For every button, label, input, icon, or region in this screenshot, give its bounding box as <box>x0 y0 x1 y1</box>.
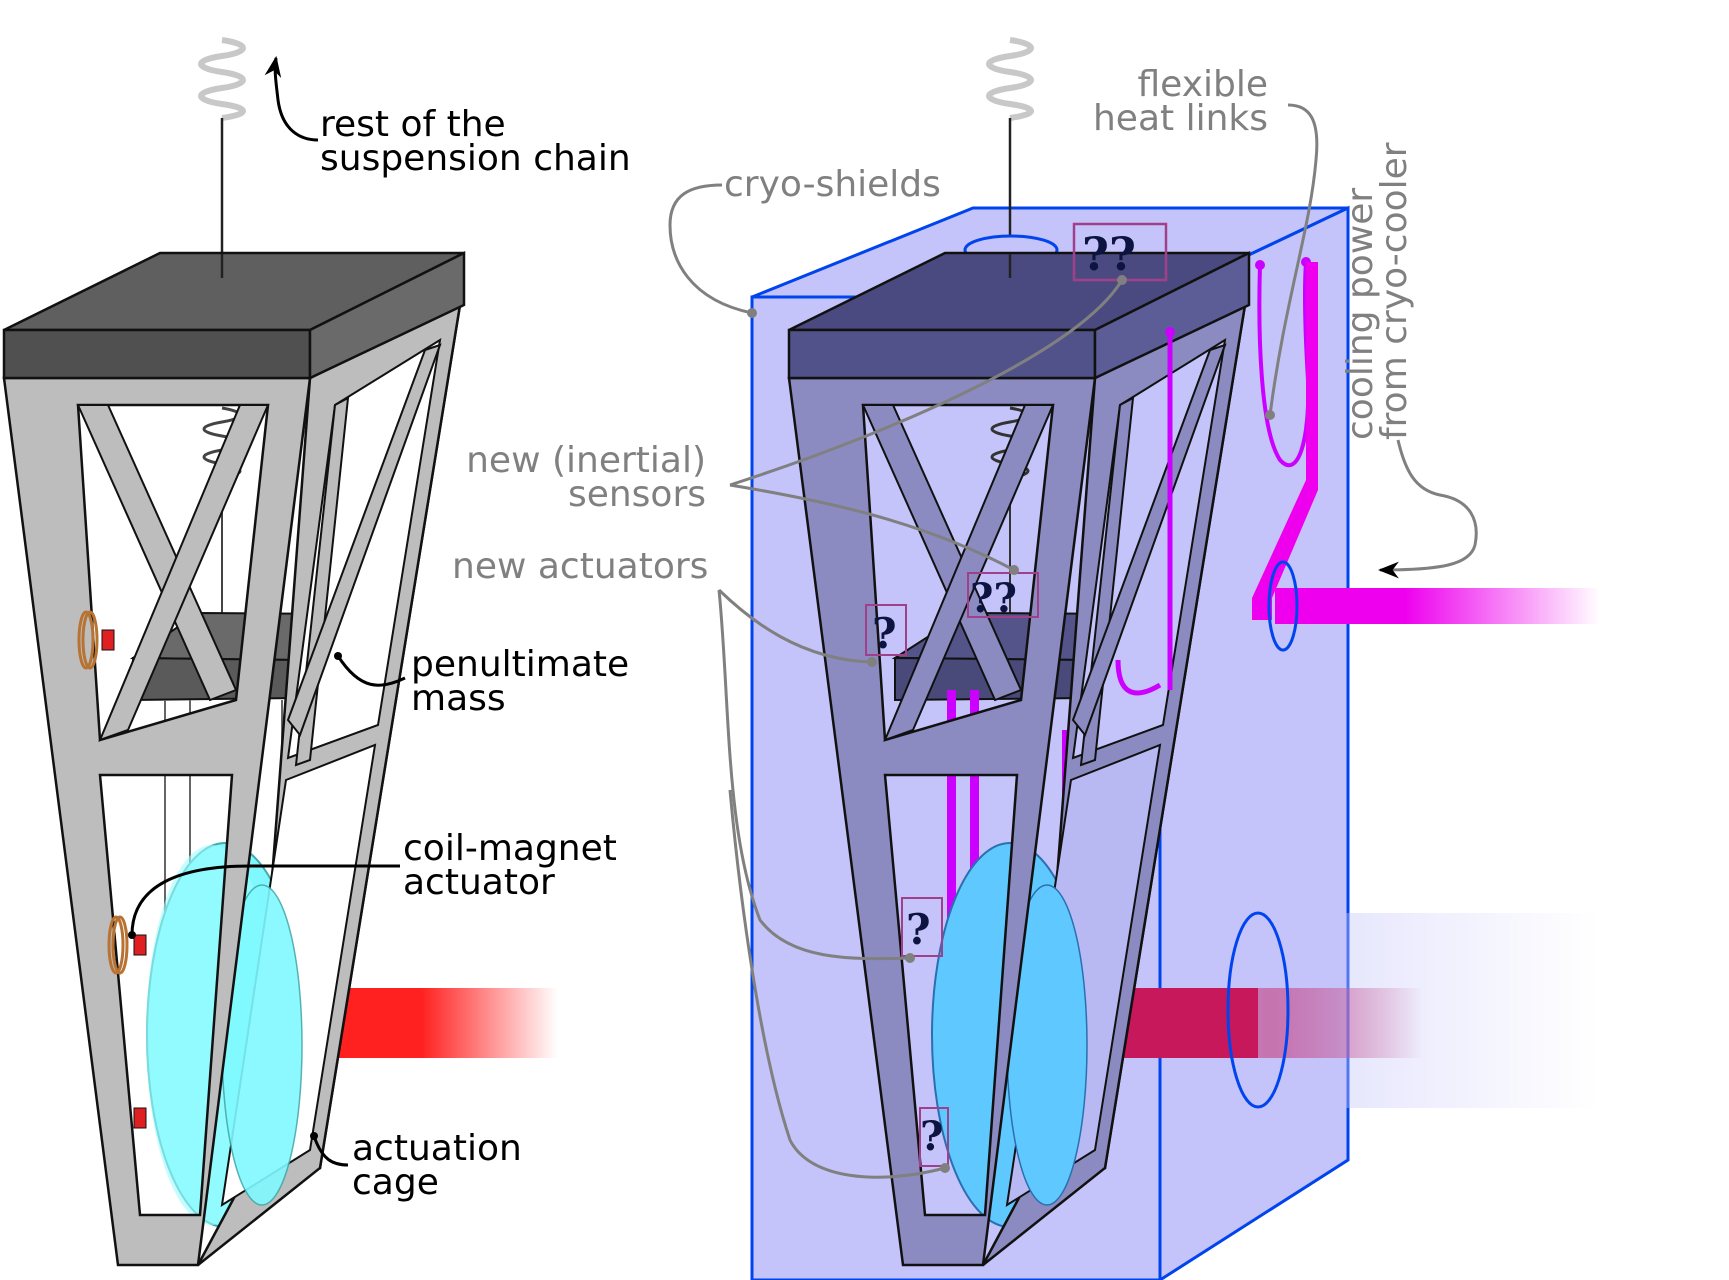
pointer-dot <box>310 1132 318 1140</box>
actuator-box-middle <box>901 897 943 957</box>
actuators-pointer-middle <box>717 589 911 961</box>
sensor-box-mid <box>967 572 1039 618</box>
cryo-shields-pointer <box>668 183 753 315</box>
pointer-dot <box>940 1163 950 1173</box>
label-cooling-line2: from cryo-cooler <box>1374 142 1415 440</box>
pointer-dot <box>1265 410 1275 420</box>
label-suspension-line1: rest of the <box>320 104 506 145</box>
coil-pointer <box>130 864 400 936</box>
actuators-pointer-upper <box>717 588 873 664</box>
coil-actuator-lower <box>133 1107 147 1129</box>
pointer-dot <box>334 652 342 660</box>
top-plate-side-right <box>1093 250 1251 380</box>
pointer-dot <box>905 953 915 963</box>
sensor-mark-top: ?? <box>1082 227 1136 281</box>
label-heat-links-line2: heat links <box>1093 98 1268 139</box>
suspension-spring-top <box>198 37 246 121</box>
heat-link-bar <box>947 690 956 1020</box>
actuator-mark-lower: ? <box>920 1113 943 1160</box>
sensor-mark-mid: ?? <box>970 575 1017 622</box>
suspension-spring-top-right <box>986 37 1034 121</box>
penultimate-pointer <box>336 655 406 687</box>
pointer-dot <box>1009 565 1019 575</box>
coil-actuator-upper <box>77 610 115 670</box>
actuator-box-upper <box>865 604 907 656</box>
label-penultimate-line2: mass <box>411 678 506 719</box>
label-sensors-line1: new (inertial) <box>466 440 706 481</box>
pointer-dot <box>128 931 136 939</box>
actuator-mark-upper: ? <box>872 609 897 658</box>
cage-side-brace <box>286 343 442 738</box>
actuator-box-lower <box>919 1107 949 1167</box>
heat-link-bar <box>970 690 979 1020</box>
pointer-dot <box>747 308 757 318</box>
pointer-dot <box>867 657 877 667</box>
heat-link-node <box>1255 260 1265 270</box>
left-assembly <box>2 37 558 1267</box>
cage-front-brace <box>98 404 270 742</box>
label-actuators: new actuators <box>452 546 708 587</box>
coil-actuator-middle <box>107 915 147 975</box>
cooling-pointer <box>1377 439 1478 579</box>
beam-pipe-body <box>1258 913 1598 1108</box>
label-heat-links-line1: flexible <box>1138 64 1269 105</box>
top-plate-side <box>308 250 466 380</box>
label-coil-line2: actuator <box>403 862 555 903</box>
top-plate-front <box>2 328 312 380</box>
label-suspension-line2: suspension chain <box>320 138 631 179</box>
label-penultimate-line1: penultimate <box>411 644 629 685</box>
label-cage-line2: cage <box>352 1162 439 1203</box>
cage-side-brace-right <box>1071 343 1227 738</box>
heat-link-node <box>1165 327 1175 337</box>
beam-pipe-opening <box>1226 911 1290 1109</box>
pointer-dot <box>1117 275 1127 285</box>
right-assembly: ?? ?? ? ? ? <box>668 37 1600 1280</box>
actuators-pointer-lower <box>728 789 946 1179</box>
heat-links-pointer <box>1268 103 1319 416</box>
cage-pointer <box>312 1135 349 1167</box>
cooling-power-bar <box>1275 588 1600 624</box>
cooling-port-ring <box>1267 560 1299 652</box>
label-coil-line1: coil-magnet <box>403 828 617 869</box>
actuator-mark-middle: ? <box>906 905 931 954</box>
top-plate-front-right <box>787 328 1097 380</box>
label-sensors-line2: sensors <box>568 474 706 515</box>
sensors-pointer-top <box>729 279 1124 487</box>
label-cage-line1: actuation <box>352 1128 522 1169</box>
sensors-pointer-mid <box>729 483 1015 572</box>
label-cooling-line1: cooling power <box>1340 188 1381 440</box>
label-cryo-shields: cryo-shields <box>724 164 941 205</box>
heat-link-curve <box>1115 659 1162 696</box>
cooling-bar-path <box>1252 262 1318 620</box>
heat-link-loop <box>1257 261 1311 468</box>
suspension-arrow <box>264 55 319 142</box>
